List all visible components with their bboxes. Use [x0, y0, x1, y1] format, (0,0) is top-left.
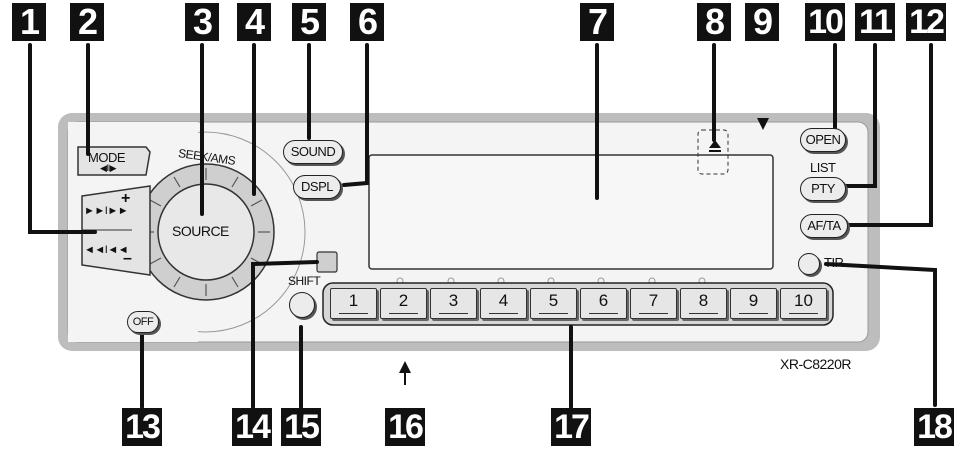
- callout-3: 3: [185, 3, 219, 41]
- minus-label: –: [123, 250, 132, 267]
- preset-button-6[interactable]: 6: [580, 288, 627, 319]
- preset-button-8[interactable]: 8: [680, 288, 727, 319]
- source-label: SOURCE: [172, 223, 229, 239]
- preset-button-7[interactable]: 7: [630, 288, 677, 319]
- callout-17: 17: [551, 408, 591, 446]
- arrow-9: [757, 118, 769, 130]
- callout-4: 4: [237, 3, 271, 41]
- open-button[interactable]: OPEN: [800, 128, 846, 152]
- callout-16: 16: [385, 408, 425, 446]
- af-ta-button[interactable]: AF/TA: [800, 214, 848, 238]
- tir-button[interactable]: [798, 253, 820, 275]
- small-square-button: [316, 251, 338, 273]
- callout-13: 13: [122, 408, 162, 446]
- callout-12: 12: [906, 3, 946, 41]
- preset-button-2[interactable]: 2: [380, 288, 427, 319]
- mode-arrows-icon: ◀‖▶: [100, 163, 117, 173]
- callout-15: 15: [281, 408, 321, 446]
- seek-back-icon: ◄◄I◄◄: [84, 244, 129, 256]
- tir-label: TIR: [824, 255, 844, 270]
- list-label: LIST: [810, 160, 836, 175]
- callout-2: 2: [70, 3, 104, 41]
- eject-icon: [709, 140, 721, 148]
- callout-9: 9: [745, 3, 779, 41]
- leader-lines: [28, 43, 937, 409]
- callout-11: 11: [855, 3, 895, 41]
- preset-button-5[interactable]: 5: [530, 288, 577, 319]
- dspl-button[interactable]: DSPL: [293, 175, 341, 199]
- plus-label: +: [121, 190, 130, 207]
- display-window: [368, 154, 774, 270]
- mode-label: MODE: [88, 150, 126, 165]
- callout-8: 8: [697, 3, 731, 41]
- callout-10: 10: [805, 3, 845, 41]
- mode-button-shape: [77, 146, 151, 176]
- seek-forward-icon: ►►I►►: [84, 205, 129, 217]
- preset-button-3[interactable]: 3: [430, 288, 477, 319]
- off-button[interactable]: OFF: [127, 311, 159, 333]
- callout-6: 6: [350, 3, 384, 41]
- callout-18: 18: [914, 408, 954, 446]
- pty-button[interactable]: PTY: [800, 177, 846, 201]
- callout-5: 5: [292, 3, 326, 41]
- preset-button-10[interactable]: 10: [780, 288, 827, 319]
- preset-button-4[interactable]: 4: [480, 288, 527, 319]
- callout-7: 7: [580, 3, 614, 41]
- shift-label: SHIFT: [288, 274, 321, 288]
- sound-button[interactable]: SOUND: [283, 140, 343, 164]
- callout-1: 1: [12, 3, 46, 41]
- preset-button-9[interactable]: 9: [730, 288, 777, 319]
- model-label: XR-C8220R: [780, 356, 851, 372]
- arrow-16: [399, 361, 411, 373]
- shift-button[interactable]: [289, 292, 315, 318]
- preset-button-1[interactable]: 1: [330, 288, 377, 319]
- callout-14: 14: [232, 408, 272, 446]
- source-button-ring: [157, 183, 255, 281]
